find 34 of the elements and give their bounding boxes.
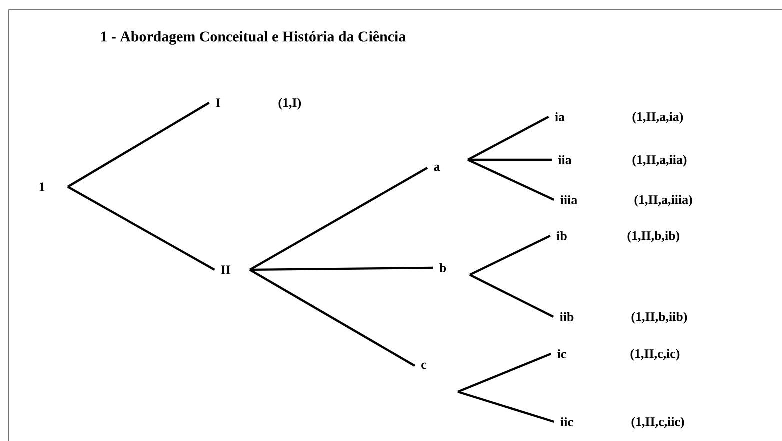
node-label: II bbox=[221, 266, 231, 274]
branch-line bbox=[467, 116, 550, 161]
node-label: ib bbox=[556, 231, 567, 241]
path-label: (1,II,a,ia) bbox=[632, 112, 684, 124]
node-label: c bbox=[422, 362, 427, 370]
node-label: I bbox=[216, 98, 220, 108]
node-label: 1 bbox=[40, 182, 45, 192]
branch-line bbox=[249, 269, 416, 367]
branch-line bbox=[250, 266, 434, 272]
branch-line bbox=[470, 274, 554, 318]
node-label: ia bbox=[555, 112, 565, 122]
path-label: (1,II,b,ib) bbox=[628, 231, 680, 243]
node-label: b bbox=[440, 263, 446, 273]
branch-line bbox=[458, 390, 555, 424]
branch-line bbox=[458, 352, 552, 393]
branch-line bbox=[67, 186, 216, 271]
path-label: (1,I) bbox=[278, 98, 302, 110]
path-label: (1,II,c,iic) bbox=[632, 417, 684, 429]
branch-line bbox=[468, 158, 552, 162]
node-label: iiia bbox=[560, 195, 578, 205]
node-label: iia bbox=[558, 155, 572, 165]
title: 1 - Abordagem Conceitual e História da Ciência bbox=[101, 31, 406, 45]
node-label: iib bbox=[560, 312, 574, 322]
path-label: (1,II,c,ic) bbox=[630, 349, 680, 361]
branch-line bbox=[468, 159, 555, 201]
path-label: (1,II,a,iia) bbox=[632, 155, 687, 167]
branch-line bbox=[470, 235, 551, 276]
node-label: a bbox=[434, 164, 440, 172]
node-label: ic bbox=[558, 349, 566, 359]
path-label: (1,II,a,iiia) bbox=[634, 195, 692, 207]
node-label: iic bbox=[560, 417, 574, 427]
path-label: (1,II,b,iib) bbox=[632, 312, 688, 324]
branch-line bbox=[249, 167, 428, 271]
branch-line bbox=[67, 102, 210, 188]
